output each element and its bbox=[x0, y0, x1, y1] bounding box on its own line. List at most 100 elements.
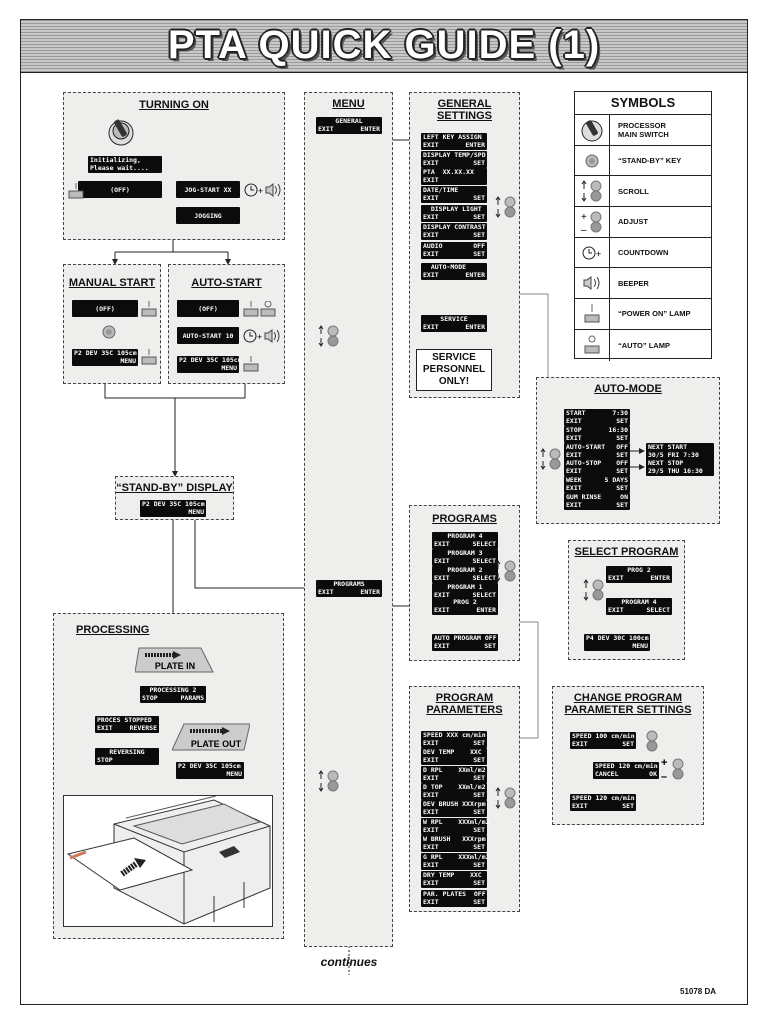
lcd-text: PROGRAMS bbox=[333, 580, 365, 588]
symbol-row: “STAND-BY” KEY bbox=[575, 145, 711, 177]
panel-heading: GENERAL SETTINGS bbox=[410, 98, 519, 122]
scroll-icon bbox=[495, 560, 519, 587]
plate-in-label: PLATE IN bbox=[155, 661, 195, 671]
lcd-text: ENTER bbox=[465, 141, 485, 149]
lcd-text: SPEED 100 cm/min bbox=[572, 732, 635, 740]
lcd-text: EXIT bbox=[434, 642, 450, 650]
lcd-text: EXIT bbox=[566, 451, 582, 459]
lcd-text: STOP bbox=[566, 426, 582, 434]
lcd-text: EXIT bbox=[423, 843, 439, 851]
symbol-row: +–ADJUST bbox=[575, 207, 711, 238]
svg-text:+: + bbox=[596, 249, 601, 259]
scroll-icon bbox=[640, 730, 664, 757]
symbol-label: “POWER ON” LAMP bbox=[618, 309, 691, 319]
symbols-heading: SYMBOLS bbox=[575, 92, 711, 115]
lcd-text: AUTO-STOP bbox=[566, 459, 602, 467]
scroll-icon bbox=[495, 787, 519, 814]
lcd-text: EXIT bbox=[423, 250, 439, 258]
lcd-text: W BRUSH XXXrpm bbox=[423, 835, 486, 843]
panel-menu: MENU bbox=[304, 92, 393, 947]
lcd-text: PROCES STOPPED bbox=[97, 716, 152, 724]
symbol-row: “AUTO” LAMP bbox=[575, 329, 711, 361]
panel-heading: PROGRAMS bbox=[432, 513, 497, 525]
lcd-text: PROGRAM 3 bbox=[447, 549, 483, 557]
lcd-auto-start: AUTO-START 10 bbox=[177, 327, 239, 344]
lcd-text: JOG-START XX bbox=[184, 185, 232, 194]
symbol-label: BEEPER bbox=[618, 278, 649, 288]
heading-line: CHANGE PROGRAM bbox=[573, 692, 683, 704]
lcd-text: MENU bbox=[226, 770, 242, 778]
lcd-text: PTA XX.XX.XX bbox=[423, 168, 474, 176]
lcd-text: LEFT KEY ASSIGN bbox=[423, 133, 482, 141]
svg-text:–: – bbox=[661, 771, 667, 782]
power-on-lamp-icon bbox=[243, 356, 259, 377]
symbol-row: “POWER ON” LAMP bbox=[575, 299, 711, 330]
service-text: ONLY! bbox=[438, 376, 470, 387]
lcd-text: AUTO PROGRAM OFF bbox=[434, 634, 497, 642]
lcd-text: EXIT bbox=[423, 826, 439, 834]
lcd-text: SET bbox=[473, 879, 485, 887]
plate-out-arrow: PLATE OUT bbox=[171, 722, 251, 757]
lcd-text: SPEED XXX cm/min bbox=[423, 731, 486, 739]
symbol-row: BEEPER bbox=[575, 268, 711, 300]
lcd-text: EXIT bbox=[423, 739, 439, 747]
heading-line: PARAMETER SETTINGS bbox=[564, 704, 692, 716]
lcd-text: SET bbox=[473, 739, 485, 747]
lcd-reversing: REVERSING STOP bbox=[95, 748, 159, 765]
lcd-status: P4 DEV 30C 100cm MENU bbox=[584, 634, 650, 651]
lcd-text: G RPL XXXml/m2 bbox=[423, 853, 490, 861]
lcd-text: NEXT START bbox=[648, 443, 688, 451]
countdown-icon: + bbox=[244, 182, 284, 203]
lcd-text: REVERSE bbox=[129, 724, 157, 732]
lcd-text: SET bbox=[616, 434, 628, 442]
lcd-text: EXIT bbox=[434, 606, 450, 614]
lcd-text: DEV TEMP XXC bbox=[423, 748, 482, 756]
panel-heading: MENU bbox=[332, 98, 365, 110]
lcd-text: SET bbox=[473, 159, 485, 167]
lcd-text: (OFF) bbox=[110, 185, 130, 194]
power-on-lamp-icon bbox=[68, 183, 84, 204]
lcd-text: SET bbox=[473, 791, 485, 799]
lcd-text: CANCEL bbox=[595, 770, 619, 778]
beeper-icon bbox=[583, 276, 600, 291]
lcd-text: PROG 2 bbox=[453, 598, 477, 606]
lcd-text: (OFF) bbox=[198, 304, 218, 313]
symbol-label: COUNTDOWN bbox=[618, 248, 669, 258]
svg-text:+: + bbox=[581, 212, 587, 223]
panel-heading: PROGRAM PARAMETERS bbox=[410, 692, 519, 716]
scroll-icon bbox=[318, 770, 342, 797]
lcd-text: P4 DEV 30C 100cm bbox=[586, 634, 649, 642]
lcd-next-stop: NEXT STOP 29/5 THU 16:30 bbox=[646, 459, 714, 476]
lcd-text: EXIT bbox=[566, 501, 582, 509]
lcd-text: SET bbox=[616, 417, 628, 425]
lcd-jogging: JOGGING bbox=[176, 207, 240, 224]
lcd-text: DRY TEMP XXC bbox=[423, 871, 482, 879]
power-on-lamp-icon bbox=[141, 301, 157, 322]
lcd-off: (OFF) bbox=[177, 300, 239, 317]
lcd-text: SET bbox=[473, 861, 485, 869]
service-text: SERVICE bbox=[432, 352, 476, 363]
panel-heading: MANUAL START bbox=[68, 277, 156, 289]
processor-illustration bbox=[63, 795, 273, 927]
power-on-lamp-icon bbox=[243, 300, 277, 322]
standby-key-icon bbox=[102, 325, 116, 344]
countdown-icon: + bbox=[582, 246, 601, 260]
svg-text:+: + bbox=[661, 757, 667, 769]
lcd-text: OFF bbox=[616, 459, 628, 467]
scroll-icon bbox=[581, 180, 602, 203]
lcd-off: (OFF) bbox=[78, 181, 162, 198]
lcd-text: AUDIO bbox=[423, 242, 443, 250]
